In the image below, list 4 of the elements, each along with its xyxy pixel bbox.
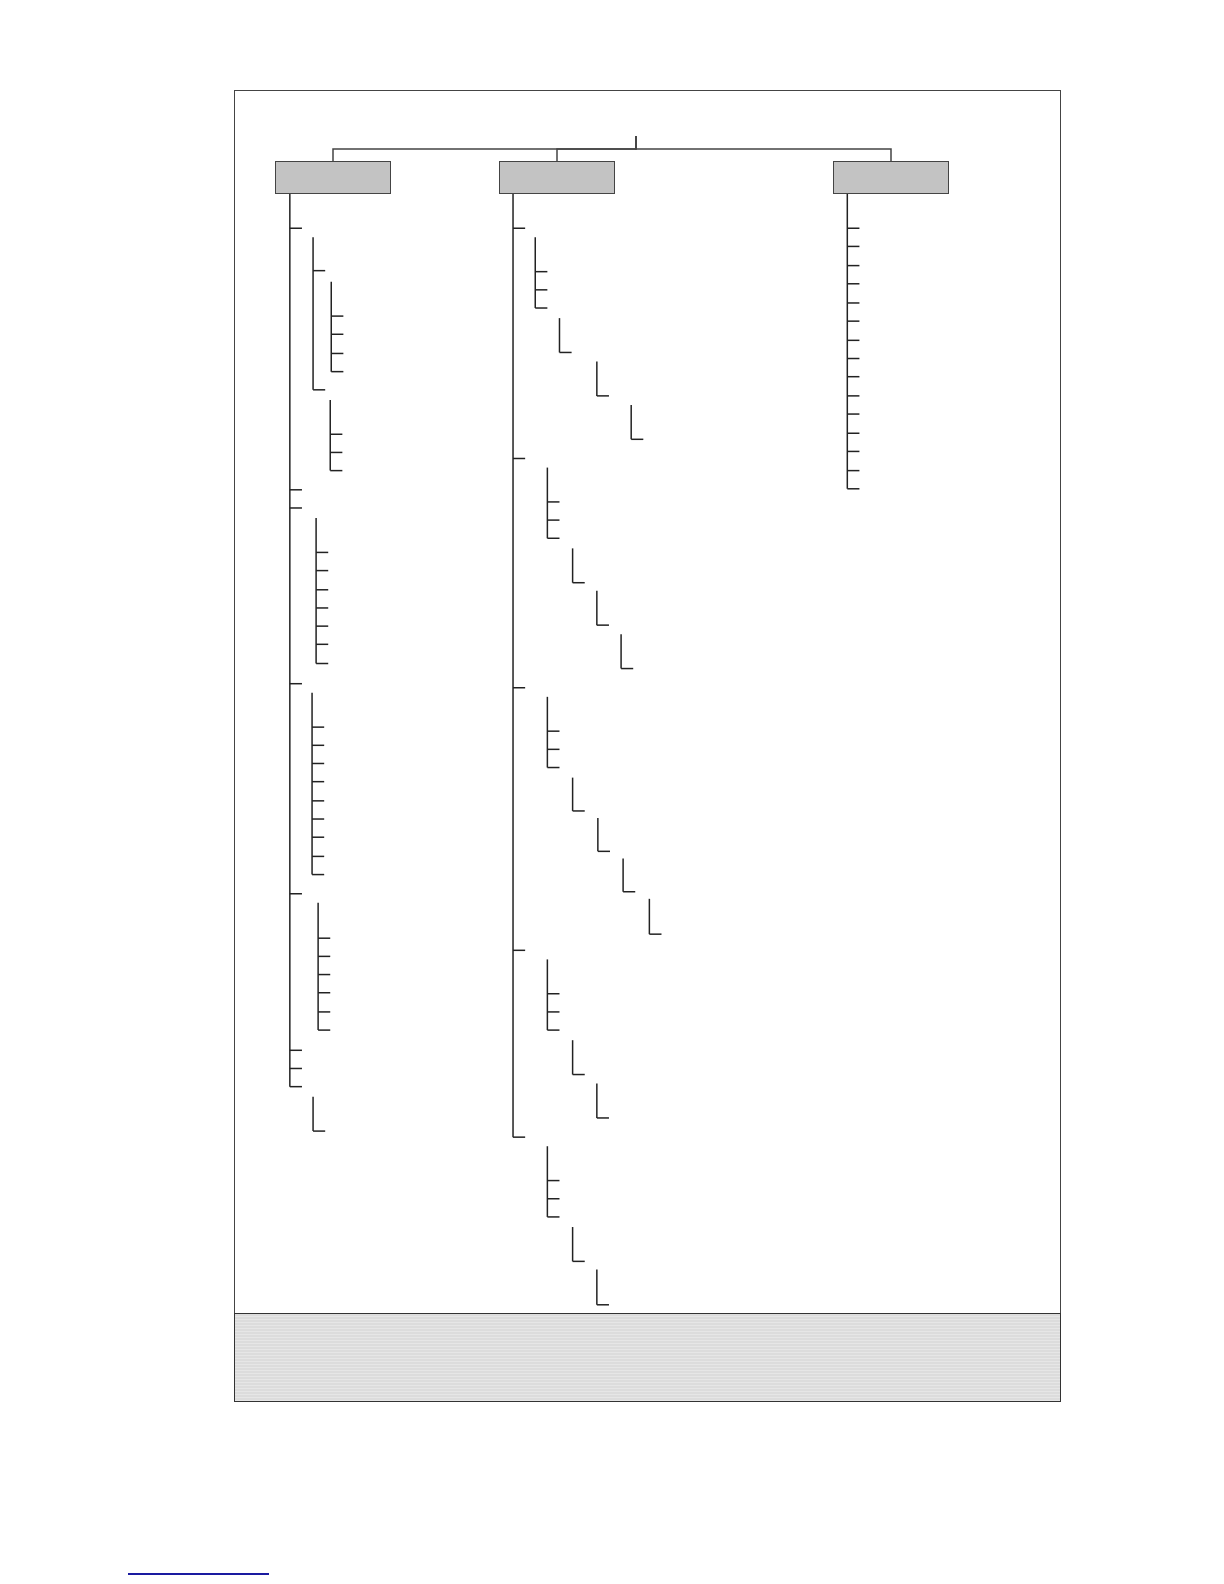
empty-box (833, 161, 949, 194)
empty-box (275, 161, 391, 194)
empty-box (499, 161, 615, 194)
connector-line (635, 135, 892, 162)
